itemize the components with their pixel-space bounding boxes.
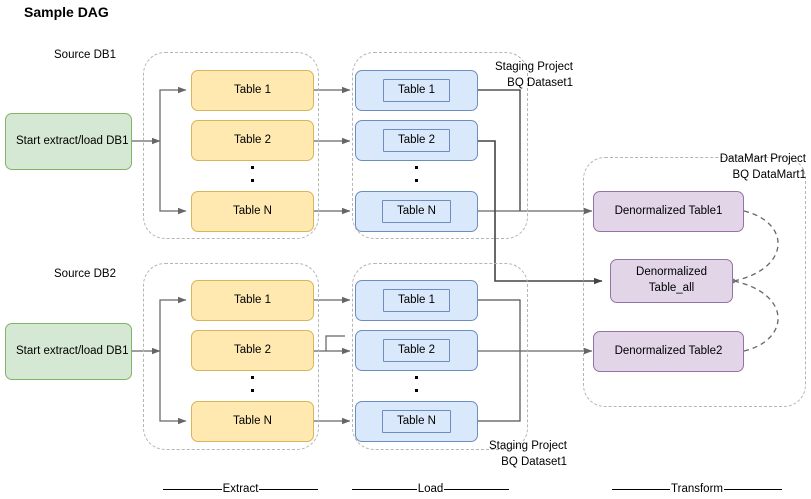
- label-datamart: DataMart Project BQ DataMart1: [601, 152, 806, 183]
- group-load-db2: [352, 263, 528, 450]
- load-db2-ellipsis: [406, 376, 426, 402]
- phase-line-right: [724, 488, 783, 490]
- phase-line-right: [259, 488, 319, 490]
- node-label: Start extract/load DB1: [16, 344, 129, 357]
- node-label: Denormalized: [636, 266, 707, 279]
- node-label: Table 1: [233, 293, 272, 306]
- node-extract-db2-table-n[interactable]: Table N: [191, 401, 314, 442]
- node-load-db2-table-1[interactable]: Table 1: [355, 280, 478, 321]
- node-label: Table 1: [382, 288, 451, 313]
- node-label: Table N: [382, 199, 451, 224]
- node-load-db1-table-n[interactable]: Table N: [355, 191, 478, 232]
- node-extract-db1-table-1[interactable]: Table 1: [191, 70, 314, 111]
- node-extract-db2-table-2[interactable]: Table 2: [191, 330, 314, 371]
- node-label: Table 1: [233, 83, 272, 96]
- phase-line-left: [163, 488, 222, 490]
- phase-extract: Extract: [163, 483, 319, 495]
- group-extract-db2: [143, 263, 319, 450]
- label-source-db2: Source DB2: [54, 268, 117, 280]
- node-label: Denormalized Table1: [614, 204, 723, 217]
- label-datamart-line2: BQ DataMart1: [732, 168, 807, 181]
- node-label: Denormalized Table2: [614, 344, 723, 357]
- node-label: Table 2: [382, 338, 451, 363]
- extract-db1-ellipsis: [242, 166, 262, 192]
- node-start-extract-load-db1-top[interactable]: Start extract/load DB1: [5, 113, 132, 170]
- phase-label: Load: [417, 483, 444, 495]
- phase-line-right: [444, 488, 509, 490]
- node-label: Table 1: [382, 78, 451, 103]
- node-denormalized-table-all[interactable]: Denormalized Table_all: [610, 259, 733, 303]
- node-load-db1-table-1[interactable]: Table 1: [355, 70, 478, 111]
- load-db1-ellipsis: [406, 166, 426, 192]
- node-denormalized-table2[interactable]: Denormalized Table2: [593, 331, 744, 372]
- node-load-db2-table-n[interactable]: Table N: [355, 401, 478, 442]
- node-label: Table 2: [233, 133, 272, 146]
- extract-db2-ellipsis: [242, 376, 262, 402]
- node-label: Table 2: [233, 343, 272, 356]
- label-staging-top: Staging Project BQ Dataset1: [403, 60, 573, 91]
- label-datamart-line1: DataMart Project: [719, 153, 806, 165]
- node-extract-db1-table-n[interactable]: Table N: [191, 191, 314, 232]
- label-staging-bottom-line1: Staging Project: [489, 440, 567, 452]
- phase-label: Transform: [671, 483, 723, 495]
- label-staging-top-line2: BQ Dataset1: [507, 76, 573, 89]
- node-label: Table N: [233, 204, 272, 217]
- node-label: Start extract/load DB1: [16, 134, 129, 147]
- node-label: Table N: [233, 414, 272, 427]
- node-label: Table 2: [382, 128, 451, 153]
- phase-line-left: [612, 488, 671, 490]
- phase-load: Load: [352, 483, 509, 495]
- label-staging-top-line1: Staging Project: [495, 61, 573, 73]
- phase-line-left: [352, 488, 417, 490]
- phase-label: Extract: [222, 483, 259, 495]
- label-staging-bottom: Staging Project BQ Dataset1: [397, 439, 567, 470]
- phase-transform: Transform: [612, 483, 783, 495]
- group-extract-db1: [143, 52, 319, 239]
- node-load-db1-table-2[interactable]: Table 2: [355, 120, 478, 161]
- group-datamart: [583, 157, 806, 407]
- label-staging-bottom-line2: BQ Dataset1: [501, 455, 567, 468]
- node-load-db2-table-2[interactable]: Table 2: [355, 330, 478, 371]
- page-title: Sample DAG: [24, 4, 109, 20]
- label-source-db1: Source DB1: [54, 49, 117, 61]
- node-denormalized-table1[interactable]: Denormalized Table1: [593, 191, 744, 232]
- node-label-line2: Table_all: [648, 282, 695, 294]
- node-extract-db2-table-1[interactable]: Table 1: [191, 280, 314, 321]
- node-extract-db1-table-2[interactable]: Table 2: [191, 120, 314, 161]
- node-label: Table N: [382, 409, 451, 434]
- node-start-extract-load-db1-bottom[interactable]: Start extract/load DB1: [5, 323, 132, 380]
